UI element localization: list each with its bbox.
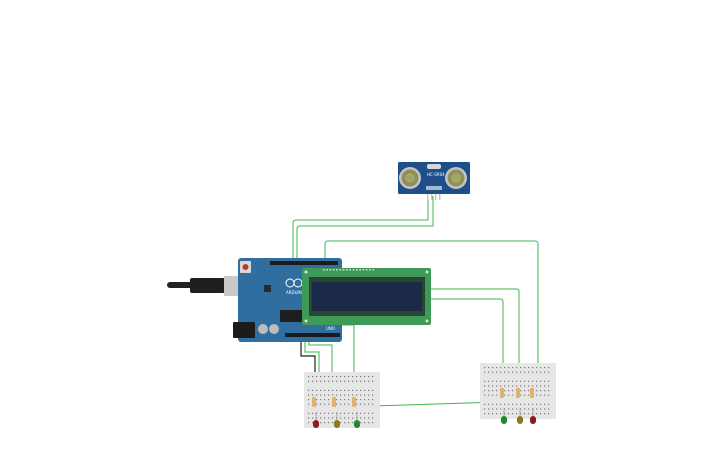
led[interactable] [313,412,319,428]
ultrasonic-sensor[interactable]: HC-SR04 [398,162,470,200]
wire-lcd-right-1[interactable] [430,288,520,370]
resistor[interactable] [530,388,534,398]
led[interactable] [517,408,523,424]
led[interactable] [354,412,360,428]
wire-sensor-echo[interactable] [296,196,434,268]
wire-sensor-trig[interactable] [292,196,429,268]
resistor[interactable] [312,397,316,407]
breadboard-left[interactable] [304,372,380,428]
resistor[interactable] [352,397,356,407]
led[interactable] [530,408,536,424]
breadboard-right[interactable] [480,363,556,424]
power-jack [233,322,255,338]
wire-lcd-top[interactable] [324,240,539,370]
arduino-brand: ARDUINO [286,290,305,295]
resistor[interactable] [332,397,336,407]
sensor-label: HC-SR04 [427,172,445,177]
lcd-display[interactable] [302,268,431,325]
arduino-model: UNO [326,326,335,331]
breadboard-right-holes [484,367,550,415]
lcd-screen [312,282,422,311]
led[interactable] [501,408,507,424]
resistor[interactable] [500,388,504,398]
resistor[interactable] [516,388,520,398]
led[interactable] [334,412,340,428]
wire-lcd-right-2[interactable] [430,298,504,370]
lcd-pins [323,269,375,271]
